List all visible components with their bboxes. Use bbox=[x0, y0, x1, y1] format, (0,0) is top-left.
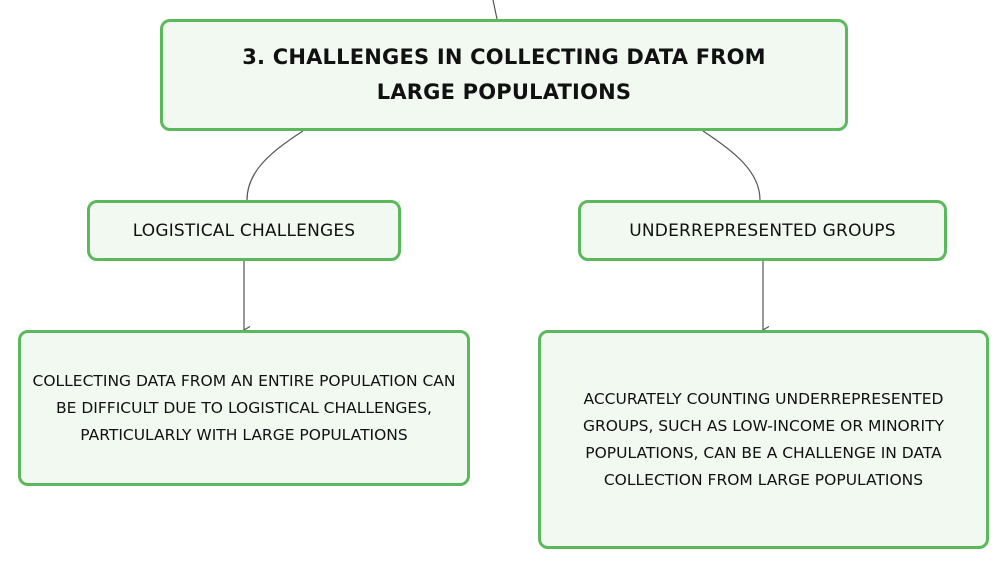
logistical-challenges-detail-text: COLLECTING DATA FROM AN ENTIRE POPULATIO… bbox=[32, 371, 456, 444]
root-to-logistical-connector bbox=[246, 130, 304, 201]
incoming-connector bbox=[492, 0, 498, 20]
root-to-underrepresented-connector bbox=[702, 130, 761, 201]
underrepresented-groups-node[interactable]: UNDERREPRESENTED GROUPS bbox=[578, 200, 947, 261]
logistical-challenges-detail-node[interactable]: COLLECTING DATA FROM AN ENTIRE POPULATIO… bbox=[18, 330, 470, 486]
root-node[interactable]: 3. CHALLENGES IN COLLECTING DATA FROM LA… bbox=[160, 19, 848, 131]
logistical-challenges-label: LOGISTICAL CHALLENGES bbox=[132, 220, 356, 241]
underrepresented-groups-detail-text: ACCURATELY COUNTING UNDERREPRESENTED GRO… bbox=[582, 389, 945, 489]
underrepresented-groups-label: UNDERREPRESENTED GROUPS bbox=[629, 220, 896, 241]
root-node-label: 3. CHALLENGES IN COLLECTING DATA FROM LA… bbox=[242, 45, 766, 104]
logistical-challenges-node[interactable]: LOGISTICAL CHALLENGES bbox=[87, 200, 401, 261]
underrepresented-groups-detail-node[interactable]: ACCURATELY COUNTING UNDERREPRESENTED GRO… bbox=[538, 330, 989, 549]
